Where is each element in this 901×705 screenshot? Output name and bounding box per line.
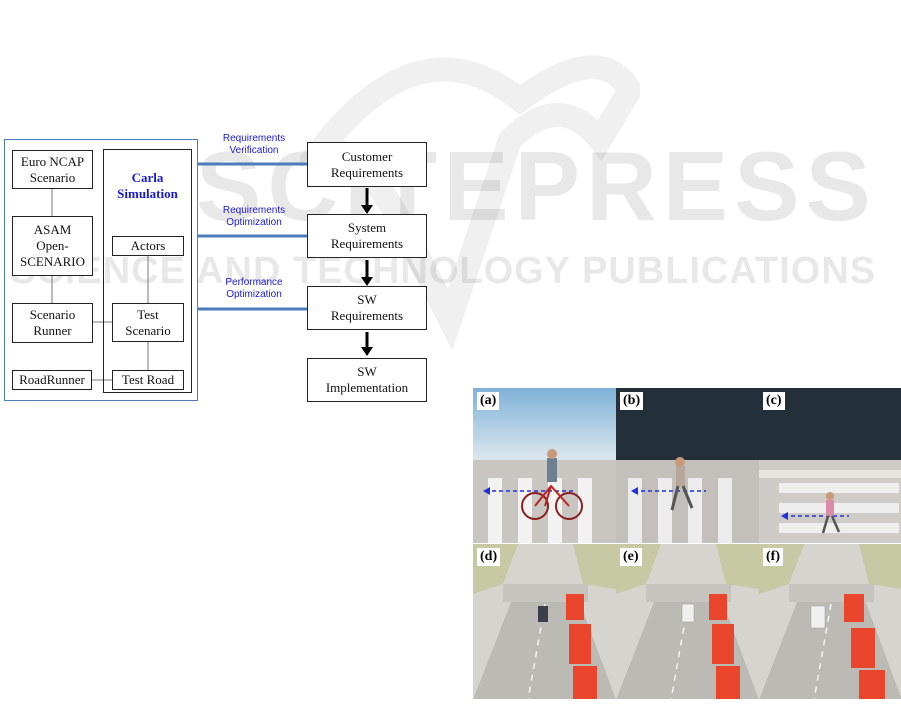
sw-requirements-box: SW Requirements xyxy=(307,286,427,330)
requirements-optimization-label: Requirements Optimization xyxy=(222,205,286,228)
actors-box: Actors xyxy=(112,236,184,256)
sw-implementation-box: SW Implementation xyxy=(307,358,427,402)
euro-ncap-scenario-box: Euro NCAP Scenario xyxy=(12,150,93,189)
watermark-subtitle: SCIENCE AND TECHNOLOGY PUBLICATIONS xyxy=(10,250,877,292)
panel-a-cyclist: (a) xyxy=(473,388,616,543)
panel-d-label: (d) xyxy=(477,548,501,566)
carla-simulation-container xyxy=(103,149,192,393)
panel-b-label: (b) xyxy=(620,392,644,410)
panel-e-road-view: (e) xyxy=(616,544,759,699)
panel-b-adult-pedestrian: (b) xyxy=(616,388,759,543)
watermark-shape xyxy=(300,55,640,350)
panel-f-road-view: (f) xyxy=(759,544,901,699)
panel-c-child-pedestrian: (c) xyxy=(759,388,901,543)
roadrunner-box: RoadRunner xyxy=(12,370,92,390)
simulation-frame xyxy=(4,139,198,401)
connector-lines xyxy=(51,189,149,381)
test-scenario-box: Test Scenario xyxy=(112,303,184,342)
flow-arrows xyxy=(361,188,373,356)
test-road-box: Test Road xyxy=(112,370,184,390)
customer-requirements-box: Customer Requirements xyxy=(307,142,427,187)
performance-optimization-label: Performance Optimization xyxy=(225,277,283,300)
panel-a-label: (a) xyxy=(477,392,500,410)
requirements-verification-label: Requirements Verification xyxy=(222,133,286,156)
panel-e-label: (e) xyxy=(620,548,642,566)
system-requirements-box: System Requirements xyxy=(307,214,427,258)
panel-f-label: (f) xyxy=(763,548,783,566)
requirement-links xyxy=(198,162,307,311)
simulation-screenshots: (a) (b) xyxy=(473,388,901,700)
panel-d-road-view: (d) xyxy=(473,544,616,699)
panel-c-label: (c) xyxy=(763,392,785,410)
carla-simulation-title: Carla Simulation xyxy=(117,170,178,201)
scenario-runner-box: Scenario Runner xyxy=(12,303,93,343)
asam-openscenario-box: ASAM Open- SCENARIO xyxy=(12,216,93,276)
